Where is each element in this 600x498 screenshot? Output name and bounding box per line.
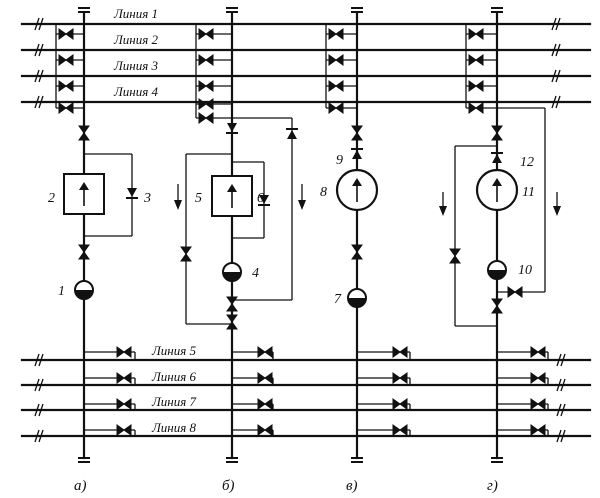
line-2-label: Линия 2 — [113, 32, 159, 47]
label-6: 6 — [257, 191, 264, 206]
scheme-a — [55, 7, 139, 463]
line-3-label: Линия 3 — [113, 58, 159, 73]
scheme-b — [174, 7, 306, 463]
line-7-label: Линия 7 — [151, 394, 197, 409]
label-4: 4 — [252, 266, 259, 281]
line-6-label: Линия 6 — [151, 369, 197, 384]
label-11: 11 — [522, 185, 535, 200]
scheme-d — [439, 7, 561, 463]
scheme-c — [325, 7, 411, 463]
bottom-main-lines — [20, 353, 592, 443]
label-1: 1 — [58, 284, 65, 299]
label-5: 5 — [195, 191, 202, 206]
line-4-label: Линия 4 — [113, 84, 159, 99]
caption-a: а) — [74, 478, 87, 494]
label-8: 8 — [320, 185, 327, 200]
label-10: 10 — [518, 263, 532, 278]
label-9: 9 — [336, 153, 343, 168]
label-7: 7 — [334, 292, 342, 307]
caption-d: г) — [487, 478, 498, 494]
caption-c: в) — [346, 478, 358, 494]
label-3: 3 — [143, 191, 151, 206]
line-1-label: Линия 1 — [113, 6, 158, 21]
line-5-label: Линия 5 — [151, 343, 197, 358]
top-main-lines — [20, 17, 592, 109]
label-2: 2 — [48, 191, 55, 206]
line-8-label: Линия 8 — [151, 420, 197, 435]
label-12: 12 — [520, 155, 534, 170]
caption-b: б) — [222, 478, 235, 494]
